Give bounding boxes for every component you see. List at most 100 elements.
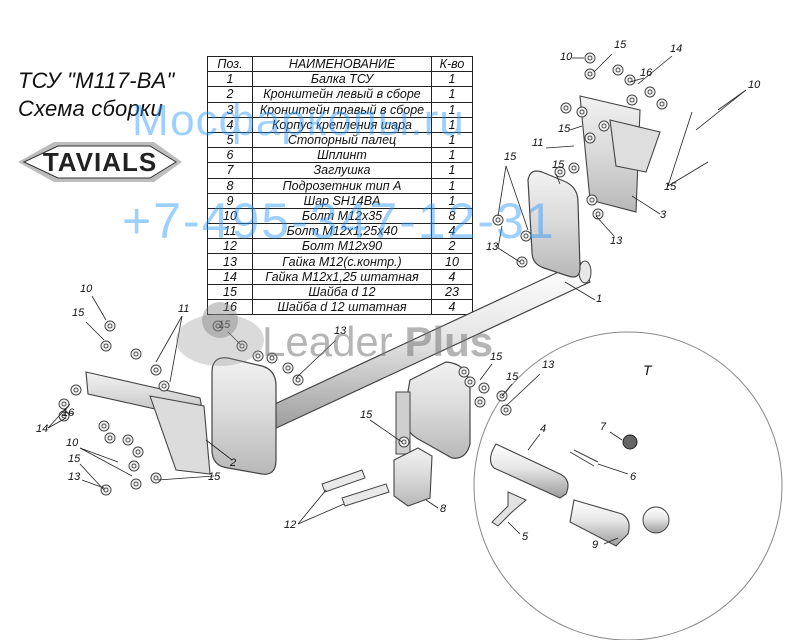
fastener-hole <box>107 435 113 441</box>
fastener-hole <box>153 367 159 373</box>
callout-line <box>297 503 345 525</box>
table-cell-qty: 1 <box>431 177 473 194</box>
callout-line <box>629 77 645 83</box>
callout-line <box>295 339 337 379</box>
callout-line <box>157 475 215 481</box>
fastener-hole <box>587 55 593 61</box>
callout-number: 2 <box>229 457 236 469</box>
fastener-hole <box>131 463 137 469</box>
callout-number: 16 <box>62 407 75 419</box>
fastener-hole <box>269 355 275 361</box>
fastener-hole <box>647 89 653 95</box>
callout-number: 5 <box>522 531 529 543</box>
callout-number: 15 <box>72 307 85 319</box>
left-bracket <box>85 371 211 475</box>
callout-line <box>564 281 596 301</box>
callout-line <box>545 145 575 149</box>
fastener-hole <box>107 323 113 329</box>
callout-line <box>91 295 107 321</box>
table-cell-pos: 10 <box>207 207 253 225</box>
fastener-hole <box>503 407 509 413</box>
fastener-hole <box>239 343 245 349</box>
fastener-hole <box>477 399 483 405</box>
fastener-hole <box>133 481 139 487</box>
callout-line <box>155 315 183 363</box>
callout-line <box>695 89 747 131</box>
callout-line <box>497 225 503 249</box>
callout-number: 16 <box>640 67 653 79</box>
callout-line <box>497 247 521 263</box>
callout-line <box>47 417 67 429</box>
callout-number: 6 <box>630 471 637 483</box>
callout-number: 14 <box>36 423 48 435</box>
callout-line <box>501 383 513 397</box>
callout-line <box>369 419 403 443</box>
fastener-hole <box>73 387 79 393</box>
callout-line <box>227 331 241 345</box>
site-watermark: Мосфаркопы.ru <box>132 96 465 145</box>
header-name: НАИМЕНОВАНИЕ <box>252 55 432 73</box>
fastener-hole <box>135 449 141 455</box>
table-cell-pos: 12 <box>207 238 253 255</box>
callout-number: 15 <box>506 371 519 383</box>
fastener-hole <box>571 165 577 171</box>
center-mount-plate <box>403 361 471 459</box>
fastener-hole <box>595 211 601 217</box>
callout-line <box>169 315 183 383</box>
fastener-hole <box>161 383 167 389</box>
table-cell-pos: 16 <box>207 298 253 316</box>
callout-number: 10 <box>66 437 79 449</box>
callout-number: 13 <box>68 471 81 483</box>
fastener-hole <box>295 377 301 383</box>
leader-plus-watermark: Leader Plus <box>262 318 493 366</box>
callout-number: 15 <box>664 181 677 193</box>
callout-line <box>569 125 583 131</box>
fastener-hole <box>495 217 501 223</box>
phone-watermark: +7-495-347-12-31 <box>122 193 556 249</box>
callout-line <box>497 165 507 217</box>
callout-line <box>79 447 119 463</box>
header-qty: К-во <box>431 55 473 73</box>
fastener-hole <box>61 401 67 407</box>
fastener-hole <box>153 475 159 481</box>
fastener-hole <box>579 109 585 115</box>
callout-number: 10 <box>560 51 573 63</box>
callout-number: 15 <box>504 151 517 163</box>
detail-circle <box>473 331 783 640</box>
fastener-hole <box>401 439 407 445</box>
callout-number: 15 <box>360 409 373 421</box>
callout-number: 13 <box>610 235 623 247</box>
callout-number: 15 <box>558 123 571 135</box>
leader-plus-icon <box>176 302 264 366</box>
fastener-hole <box>467 379 473 385</box>
brand-logo: TAVIALS <box>18 142 182 182</box>
fastener-hole <box>629 97 635 103</box>
table-cell-qty: 23 <box>431 283 473 301</box>
callout-line <box>555 173 561 185</box>
fastener-hole <box>461 369 467 375</box>
table-header-row: Поз. НАИМЕНОВАНИЕ К-во <box>207 55 473 73</box>
fastener-hole <box>255 353 261 359</box>
fastener-hole <box>101 423 107 429</box>
callout-number: 11 <box>178 303 189 315</box>
callout-line <box>425 499 439 509</box>
table-cell-name: Шар SH14BA <box>252 192 432 209</box>
fastener-hole <box>563 105 569 111</box>
callout-line <box>505 165 529 231</box>
fastener-hole <box>215 323 221 329</box>
callout-number: 15 <box>552 159 565 171</box>
callout-number: 15 <box>218 319 231 331</box>
callout-line <box>667 161 709 187</box>
long-bolts <box>321 469 390 507</box>
callout-number: 8 <box>440 503 447 515</box>
callout-number: 10 <box>80 283 93 295</box>
callout-line <box>667 111 693 187</box>
fastener-hole <box>587 135 593 141</box>
